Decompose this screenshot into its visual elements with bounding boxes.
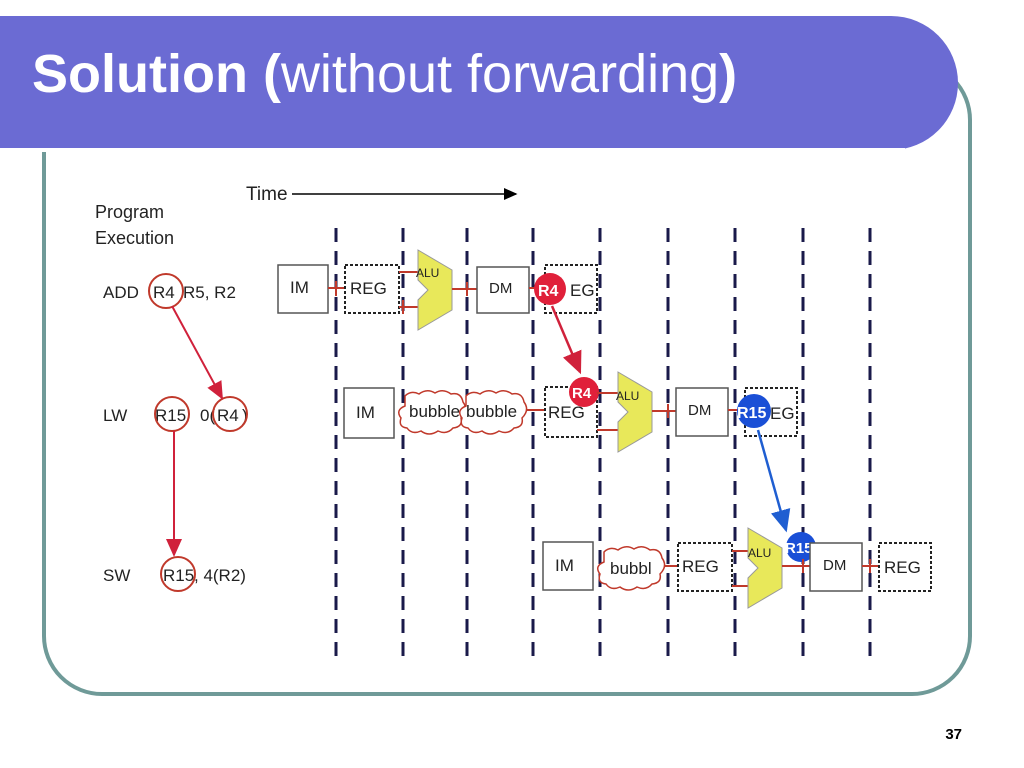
sw-reg-label: REG [682,557,719,576]
sw-rt-label: R15 [163,566,194,585]
lw-im-label: IM [356,403,375,422]
program-label: Program [95,202,164,222]
add-alu-shape [417,249,453,331]
add-pipeline-row: IM REG ALU DM EG R4 [277,249,598,331]
lw-rt-highlight [154,396,190,432]
sw-pipeline-row: IM bubbl REG ALU R15 DM REG [542,527,932,609]
lw-rs-label: R4 [217,406,239,425]
title-normal-part: without forwarding [280,44,720,104]
page-number: 37 [945,726,962,743]
lw-bubble-2-label: bubble [466,402,517,421]
blue-dependency-arrow [756,429,791,533]
lw-dm-box [675,387,729,437]
lw-r4-token [569,377,599,407]
add-r4-token-label: R4 [538,283,559,300]
sw-wb-reg-label: REG [884,558,921,577]
lw-reg-label: REG [548,403,585,422]
red-dependency-arrow [550,305,582,375]
lw-alu-shape [617,371,653,453]
lw-bubble-2 [459,390,528,435]
execution-label: Execution [95,228,174,248]
lw-offset-label: 0( [200,406,215,425]
add-dm-label: DM [489,280,512,297]
add-im-box [277,264,329,314]
lw-r15-token-label: R15 [737,405,766,422]
lw-r15-token [737,394,771,428]
sw-r15-token-label: R15 [785,540,813,557]
sw-alu-label: ALU [748,546,771,560]
sw-rt-highlight [160,556,196,592]
sw-im-label: IM [555,556,574,575]
add-reg-label: REG [350,279,387,298]
title-bar [0,16,958,152]
sw-op-label: SW [103,566,130,585]
add-reg-box [344,264,400,314]
add-im-label: IM [290,278,309,297]
add-wb-eg-label: EG [570,281,595,300]
time-label: Time [246,184,288,205]
sw-r15-token [786,532,816,562]
sw-alu-shape [747,527,783,609]
title-underline [0,148,905,152]
lw-bubble-1-label: bubble [409,402,460,421]
sw-wb-reg-box [878,542,932,592]
sw-bubble-label: bubbl [610,559,652,578]
lw-im-box [343,387,395,439]
add-rs-label: R5, R2 [183,283,236,302]
lw-op-label: LW [103,406,127,425]
lw-rt-label: R15 [155,406,186,425]
lw-r4-token-label: R4 [572,385,592,402]
add-r4-token [534,273,566,305]
lw-pipeline-row: IM bubble bubble REG R4 ALU DM EG R15 [343,371,798,453]
add-rd-highlight [148,273,184,309]
lw-wb-eg-label: EG [770,404,795,423]
sw-bubble [597,546,666,591]
sw-dm-label: DM [823,557,846,574]
lw-alu-label: ALU [616,389,639,403]
lw-close-label: ) [242,406,248,425]
lw-rs-highlight [212,396,248,432]
title-bold-part: Solution ( [32,44,281,104]
sw-im-box [542,541,594,591]
title-close-paren: ) [719,44,738,104]
add-op-label: ADD [103,283,139,302]
sw-rest-label: , 4(R2) [194,566,246,585]
add-alu-label: ALU [416,266,439,280]
cycle-lines [334,228,872,662]
add-dm-box [476,266,530,314]
dependency-arrow-add-lw [171,305,223,400]
lw-bubble-1 [398,390,467,435]
add-rd-label: R4 [153,283,175,302]
lw-dm-label: DM [688,402,711,419]
slide-title: Solution (without forwarding) [32,42,737,106]
sw-reg-box [677,542,733,592]
sw-dm-box [809,542,863,592]
